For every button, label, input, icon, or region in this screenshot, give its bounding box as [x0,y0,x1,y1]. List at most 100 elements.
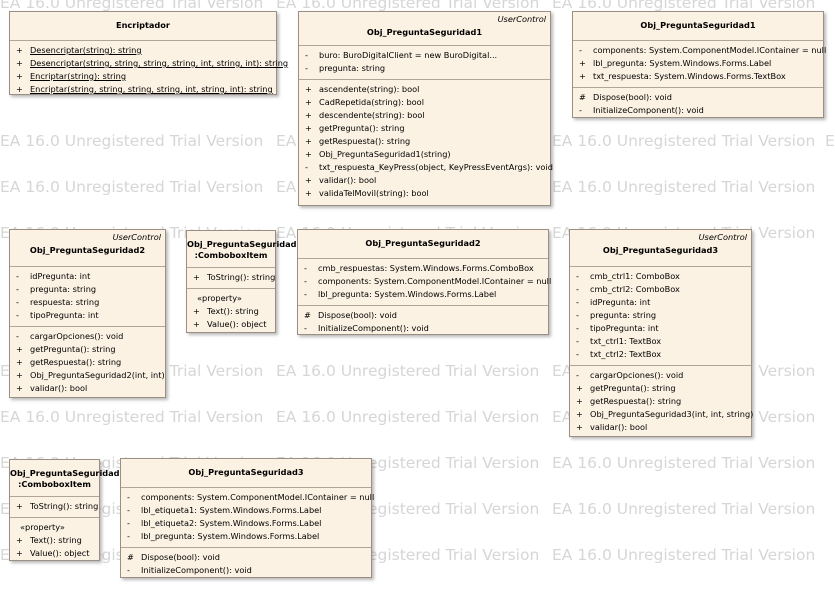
class-box-combobox-item-2[interactable]: Obj_PreguntaSeguridad2::ComboboxItem+ToS… [186,230,305,335]
visibility-marker: + [16,84,23,94]
member-signature: Desencriptar(string, string, string, str… [30,58,289,68]
visibility-marker: + [16,383,23,393]
member-signature: Text(): string [207,306,259,316]
class-member: +Encriptar(string): string [10,70,276,83]
class-member: -txt_ctrl2: TextBox [570,348,751,361]
member-signature: getPregunta(): string [30,344,116,354]
class-member: +ascendente(string): bool [299,83,550,96]
class-box-obj-pregunta-seguridad1-designer[interactable]: Obj_PreguntaSeguridad1-components: Syste… [572,11,826,118]
class-header: Obj_PreguntaSeguridad2::ComboboxItem [187,231,305,268]
member-signature: validar(): bool [319,175,377,185]
class-member: #Dispose(bool): void [121,551,371,564]
class-member: -txt_ctrl1: TextBox [570,335,751,348]
member-signature: lbl_etiqueta2: System.Windows.Forms.Labe… [141,518,322,528]
class-member: -InitializeComponent(): void [573,104,823,117]
member-signature: lbl_pregunta: System.Windows.Forms.Label [318,289,497,299]
class-member: + getRespuesta(): string [10,356,165,369]
visibility-marker: - [16,284,19,294]
class-attributes: - idPregunta: int -pregunta: string-respue… [10,267,165,327]
member-signature: ascendente(string): bool [319,84,420,94]
member-signature: getPregunta(): string [590,383,676,393]
visibility-marker: # [127,552,134,562]
member-signature: Value(): object [207,319,267,329]
class-box-combobox-item-3[interactable]: Obj_PreguntaSeguridad3::ComboboxItem+ ToS… [9,459,128,561]
member-signature: getRespuesta(): string [30,357,122,367]
class-member: + getRespuesta(): string [299,135,550,148]
visibility-marker: + [16,548,23,558]
member-signature: Dispose(bool): void [593,92,672,102]
member-signature: getPregunta(): string [319,123,405,133]
member-signature: Obj_PreguntaSeguridad1(string) [319,149,451,159]
member-signature: validar(): bool [590,422,648,432]
class-header: Obj_PreguntaSeguridad3 [121,459,371,488]
watermark-text: EA 16.0 Unregistered Trial Version [276,408,540,426]
class-operations: +Desencriptar(string): string+Desencript… [10,41,288,100]
member-signature: Obj_PreguntaSeguridad2(int, int) [30,370,165,380]
class-operations: -cargarOpciones(): void+getPregunta(): s… [570,366,753,438]
class-name: Encriptador [116,20,170,30]
class-attributes: -components: System.ComponentModel.ICont… [573,41,826,88]
visibility-marker: - [304,323,307,333]
visibility-marker: + [16,58,23,68]
visibility-marker: - [16,310,19,320]
visibility-marker: + [305,136,312,146]
visibility-marker: # [579,92,586,102]
member-signature: cmb_respuestas: System.Windows.Forms.Com… [318,263,534,273]
visibility-marker: + [305,97,312,107]
class-member: + Desencriptar(string, string, string, st… [10,57,288,70]
visibility-marker: + [576,409,583,419]
stereotype-label: «property» [20,522,65,532]
class-name: Obj_PreguntaSeguridad1 [366,27,483,37]
visibility-marker: - [579,45,582,55]
class-stereotype: UserControl [698,232,747,242]
class-member: +Encriptar(string, string, string, strin… [10,83,276,96]
visibility-marker: + [576,383,583,393]
visibility-marker: - [304,289,307,299]
class-box-encriptador[interactable]: Encriptador+Desencriptar(string): string… [9,11,288,95]
visibility-marker: - [579,105,582,115]
visibility-marker: - [576,323,579,333]
watermark-text: EA 16.0 Unregistered Trial Version [552,454,816,472]
class-member: +getRespuesta(): string [570,395,751,408]
member-signature: pregunta: string [590,310,657,320]
visibility-marker: - [127,518,130,528]
member-signature: Encriptar(string): string [30,71,127,81]
member-signature: InitializeComponent(): void [141,565,252,575]
visibility-marker: + [16,501,23,511]
class-member: -idPregunta: int [570,296,751,309]
class-member: - pregunta: string [570,309,751,322]
class-member: -pregunta: string [10,283,165,296]
member-signature: components: System.ComponentModel.IConta… [318,276,552,286]
class-member: -respuesta: string [10,296,165,309]
member-signature: idPregunta: int [30,271,91,281]
class-attributes: -components: System.ComponentModel.ICont… [121,488,374,548]
class-member: -cargarOpciones(): void [10,330,165,343]
class-operations: -cargarOpciones(): void + getPregunta(): s… [10,327,165,399]
watermark-text: EA 16.0 Unregistered Trial Version [552,132,816,150]
class-header: Obj_PreguntaSeguridad3::ComboboxItem [10,460,128,497]
watermark-text: EA 16.0 Unregistered Trial Version [552,178,816,196]
class-box-obj-pregunta-seguridad2-designer[interactable]: Obj_PreguntaSeguridad2-cmb_respuestas: S… [297,229,552,335]
class-member: -components: System.ComponentModel.ICont… [573,44,826,57]
visibility-marker: + [576,422,583,432]
visibility-marker: + [16,370,23,380]
class-operations: +ascendente(string): bool+CadRepetida(st… [299,80,553,204]
visibility-marker: + [16,357,23,367]
class-box-obj-pregunta-seguridad3-designer[interactable]: Obj_PreguntaSeguridad3-components: Syste… [120,458,374,578]
watermark-text: EA 16.0 Unregistered Trial Version [0,132,264,150]
class-member: - lbl_pregunta: System.Windows.Forms.Labe… [298,288,548,301]
class-member: + validar(): bool [570,421,751,434]
visibility-marker: - [127,565,130,575]
visibility-marker: - [127,492,130,502]
class-member: +CadRepetida(string): bool [299,96,550,109]
class-operations: «property»+Text(): string+Value(): objec… [187,289,275,335]
visibility-marker: - [576,310,579,320]
visibility-marker: - [305,162,308,172]
visibility-marker: + [193,319,200,329]
member-signature: ToString(): string [30,501,99,511]
member-signature: getRespuesta(): string [319,136,411,146]
class-member: -buro: BuroDigitalClient = new BuroDigit… [299,49,550,62]
